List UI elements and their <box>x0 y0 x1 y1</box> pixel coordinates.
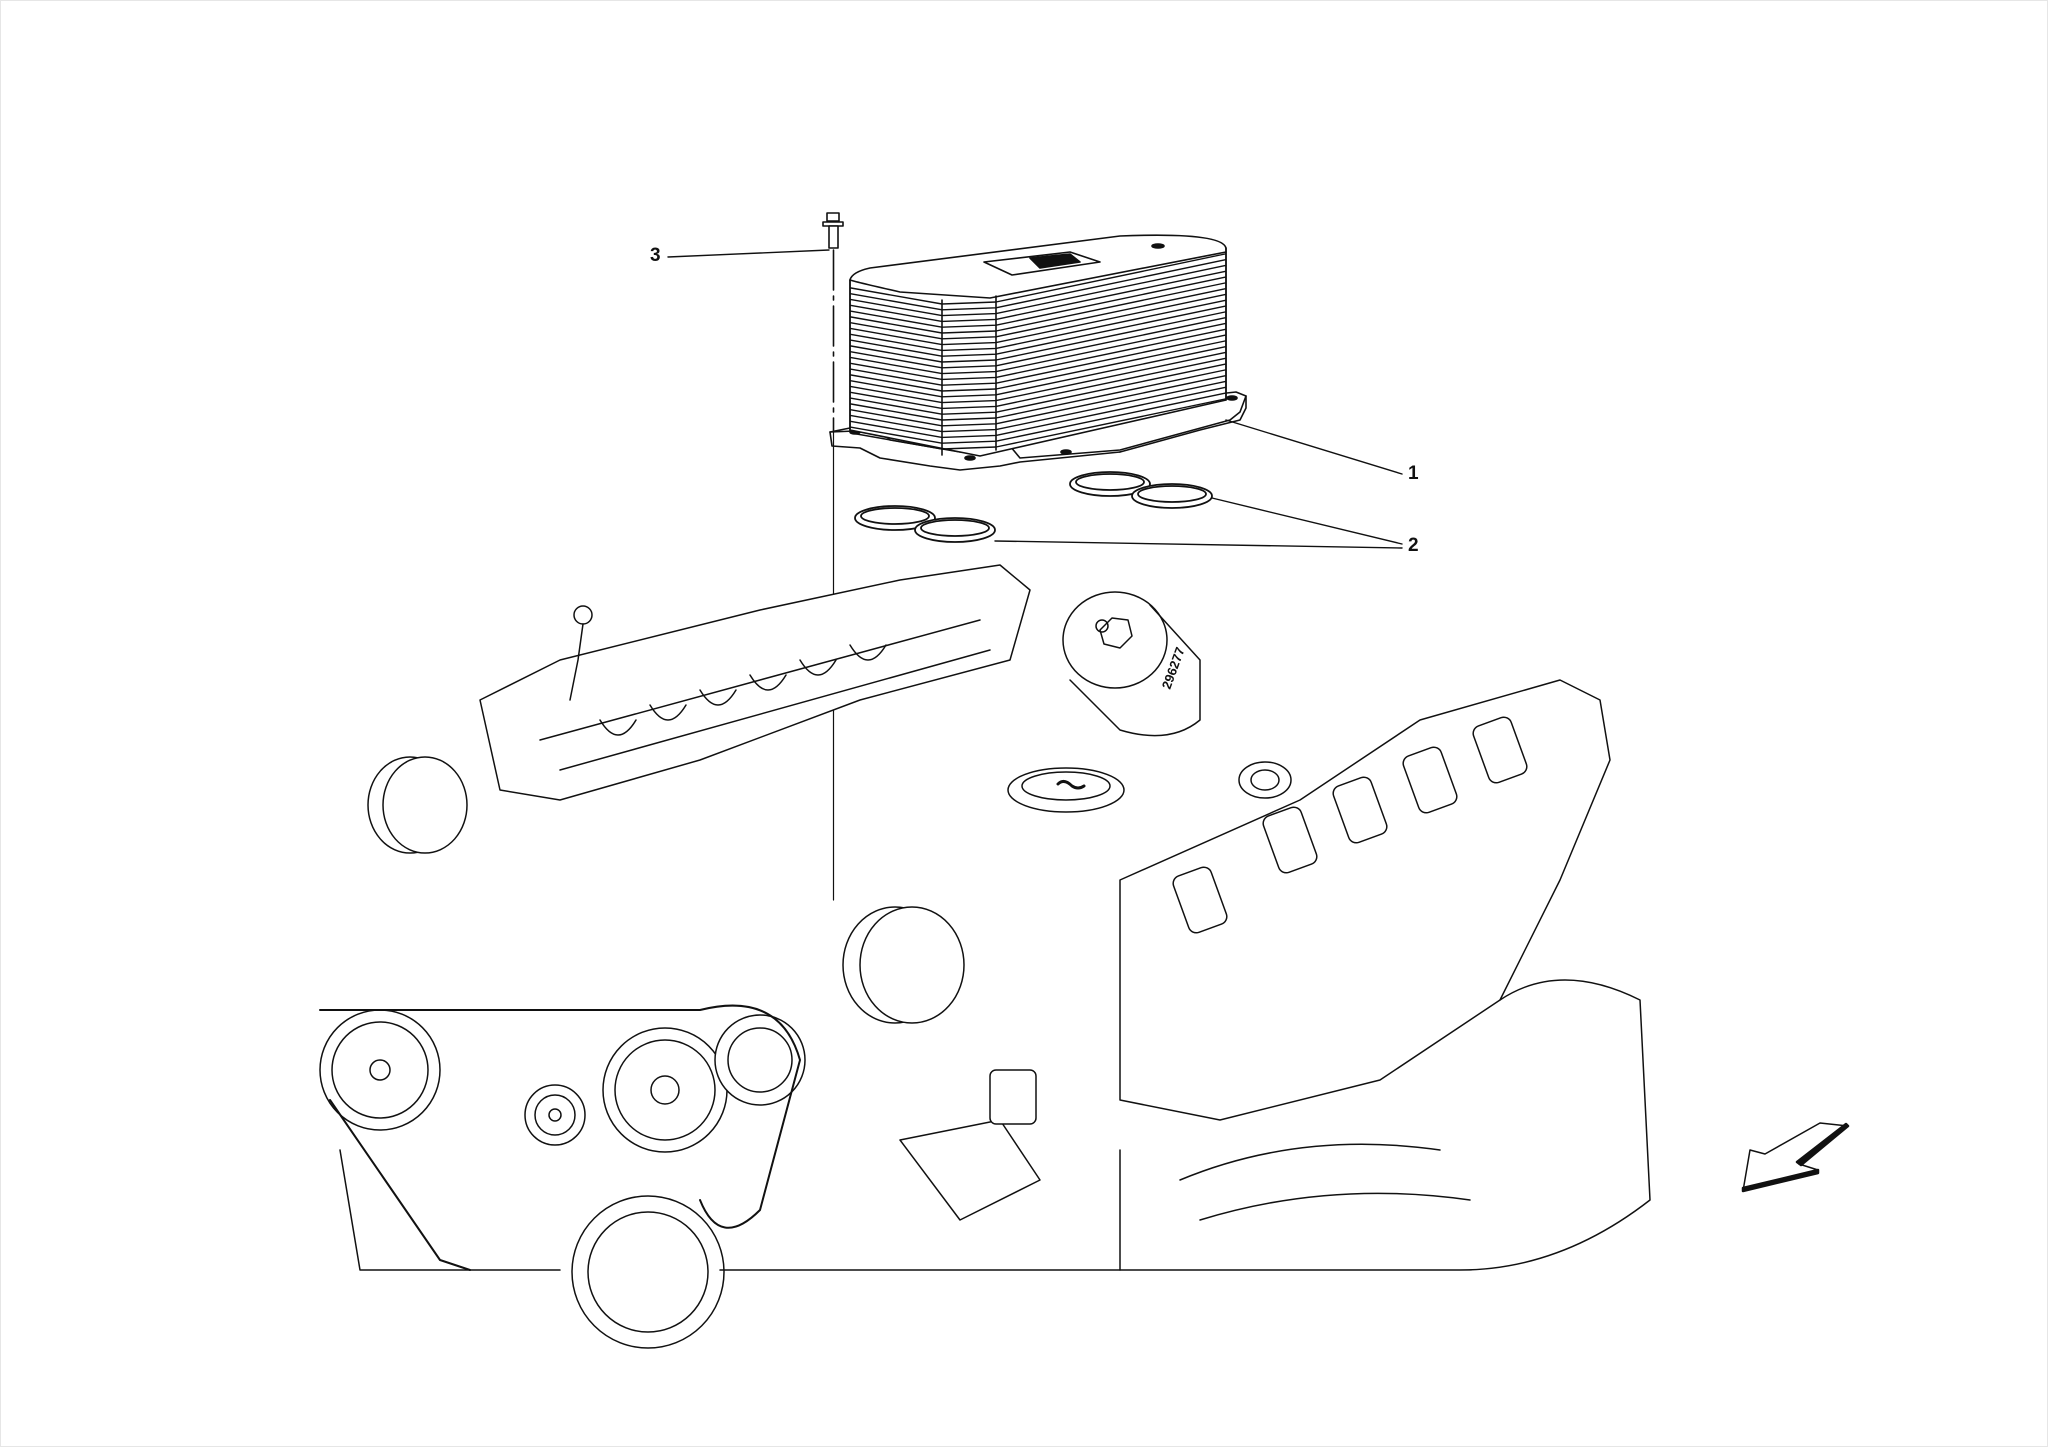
callout-label-1[interactable]: 1 <box>1408 463 1419 484</box>
oil-filter-housing: 296277 <box>1062 591 1201 737</box>
engine-assembly: 296277 <box>319 564 1651 1349</box>
bolt-part[interactable] <box>822 212 844 901</box>
gasket-part-right[interactable] <box>1069 471 1213 509</box>
callout-label-2[interactable]: 2 <box>1408 535 1419 556</box>
gasket-part-left[interactable] <box>854 505 996 543</box>
oil-cooler-part[interactable] <box>829 234 1247 471</box>
leader-lines <box>667 249 1403 549</box>
callout-label-3[interactable]: 3 <box>650 245 661 266</box>
direction-arrow-icon <box>1741 1122 1850 1193</box>
